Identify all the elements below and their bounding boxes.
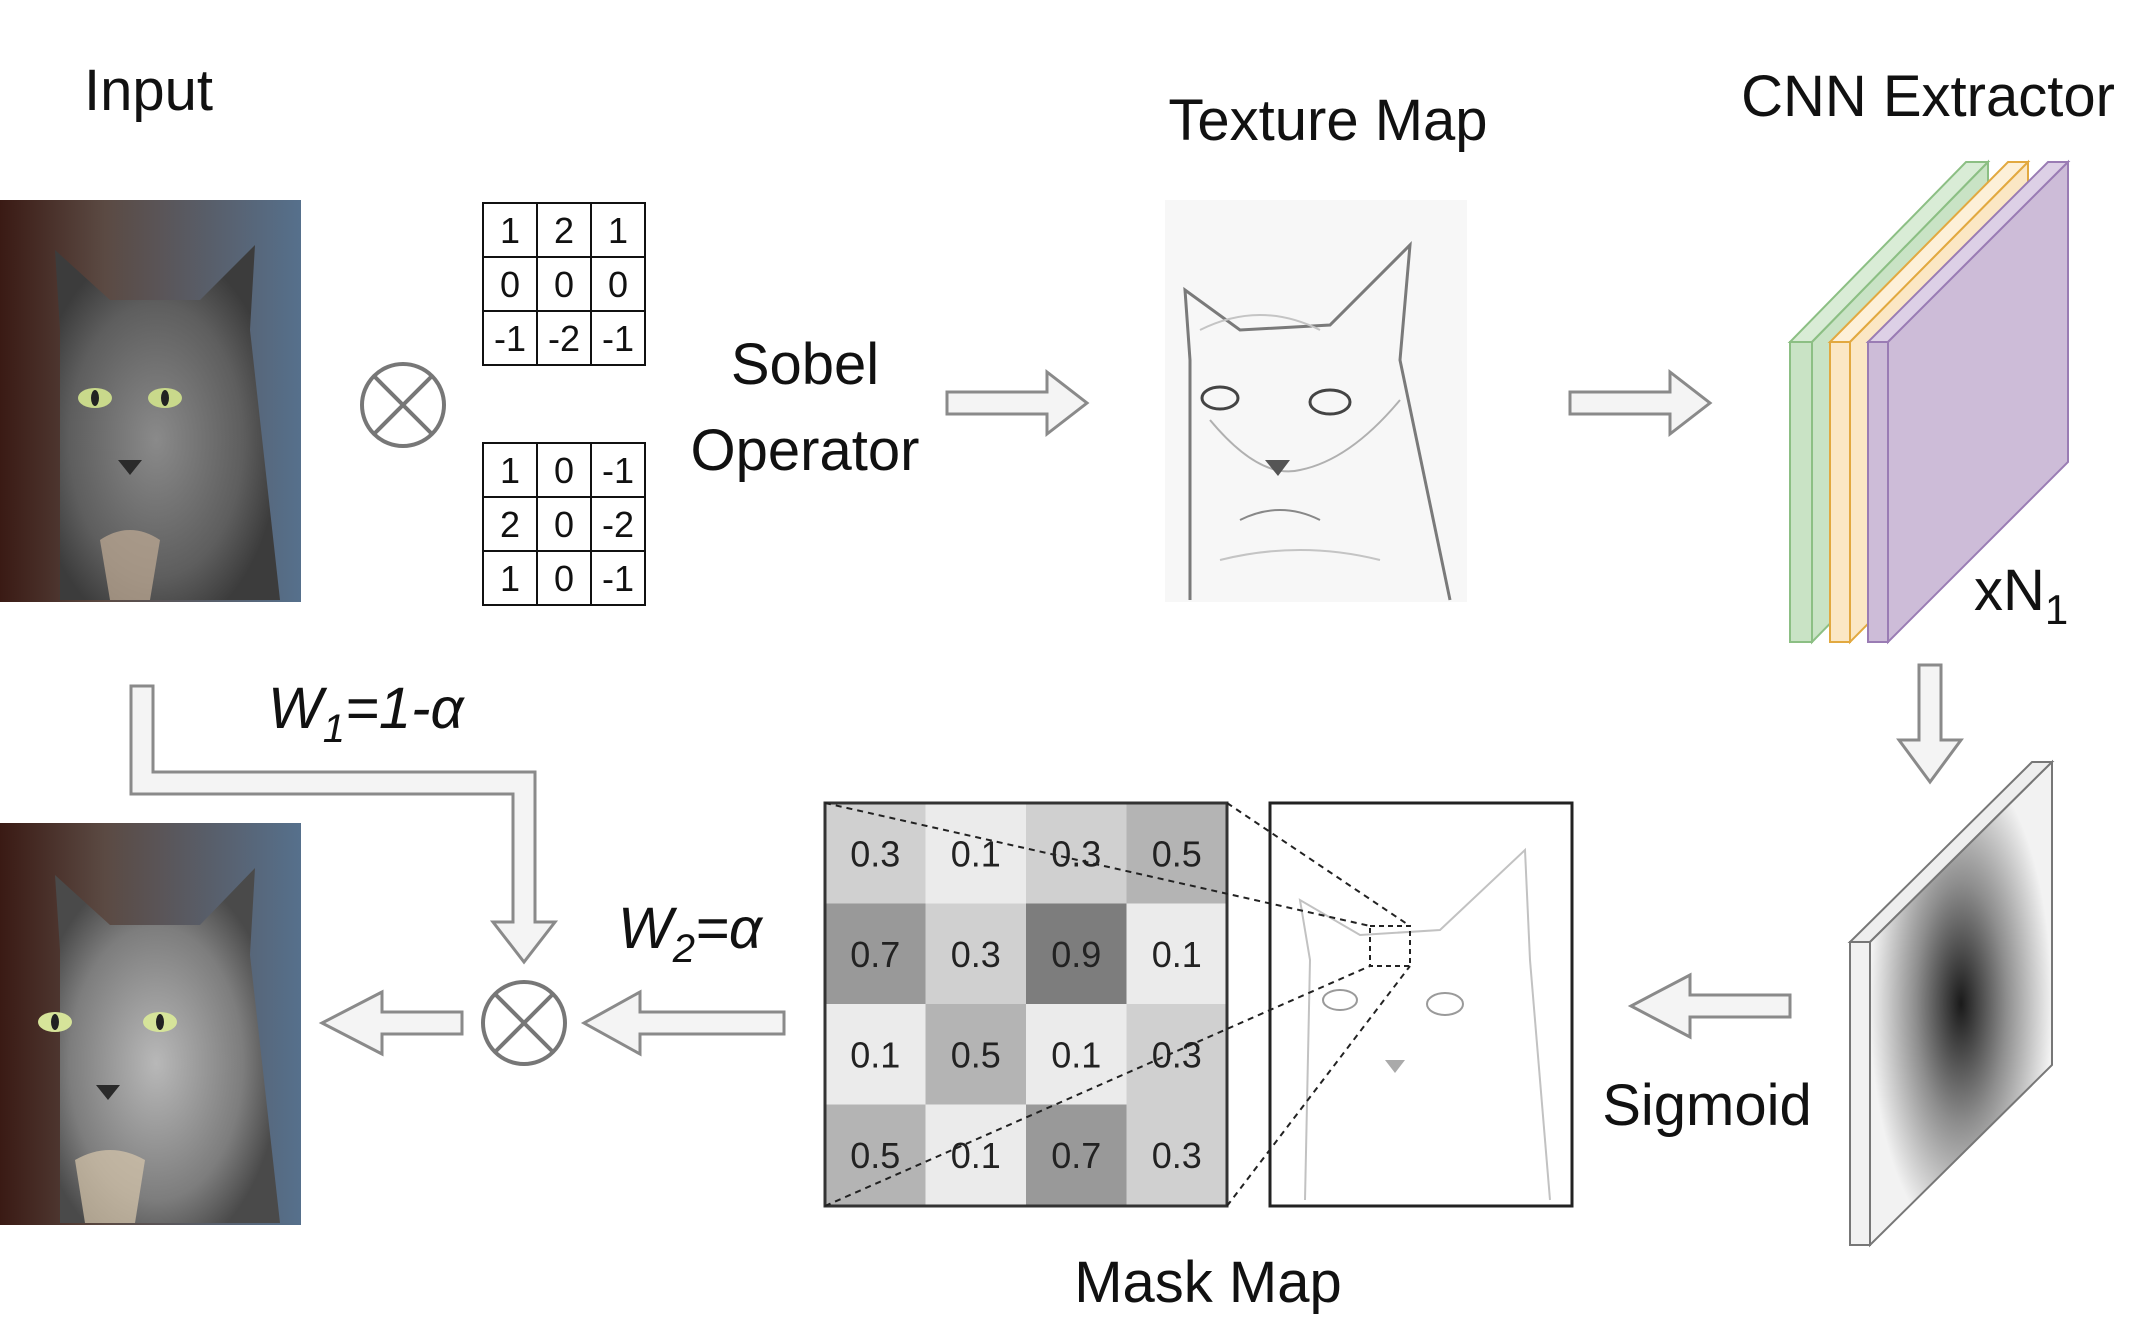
mask-cell [825,1004,926,1105]
arrow-sigmoid-icon [1627,972,1792,1040]
mask-cell [925,903,1026,1004]
kernel-value: 0 [554,450,574,491]
mask-value: 0.3 [1051,833,1101,874]
arrow-output-icon [318,989,464,1057]
mask-cell [925,1004,1026,1105]
mask-cell [1126,803,1227,904]
w1-label: W1=1-α [268,676,465,751]
kernel-value: 0 [554,558,574,599]
kernel-value: 0 [500,264,520,305]
kernel-cell [590,310,646,366]
sigmoid-label: Sigmoid [1602,1073,1812,1138]
arrow-to-texture-icon [945,368,1090,438]
kernel-value: 2 [554,210,574,251]
kernel-cell [590,550,646,606]
kernel-cell [482,256,538,312]
kernel-value: -2 [602,504,634,545]
kernel-cell [536,310,592,366]
mask-cell [1026,1104,1127,1205]
mask-value: 0.7 [1051,1135,1101,1176]
convolution-operator-icon [360,362,446,448]
mask-value: 0.9 [1051,934,1101,975]
mask-value: 0.5 [1152,833,1202,874]
input-cat-image [0,200,301,602]
output-cat-image [0,823,301,1225]
sobel-label-line1: Sobel [731,332,879,397]
kernel-value: 0 [608,264,628,305]
mask-cell [825,803,926,904]
mask-value: 0.1 [951,833,1001,874]
kernel-cell [482,496,538,552]
kernel-cell [536,202,592,258]
kernel-value: -1 [602,450,634,491]
mask-value: 0.1 [850,1034,900,1075]
mask-value: 0.7 [850,934,900,975]
mask-grid: 0.3 0.1 0.3 0.5 0.7 0.3 0.9 0.1 0.1 0.5 0.1 0.3 0.5 0… [825,803,1227,1205]
mask-cell [1126,1104,1227,1205]
kernel-value: -1 [602,318,634,359]
mask-value: 0.5 [850,1135,900,1176]
texture-map-image [1165,200,1467,602]
mask-cell [1026,903,1127,1004]
kernel-cell [482,202,538,258]
kernel-value: 1 [500,558,520,599]
kernel-value: -2 [548,318,580,359]
mask-value: 0.1 [1152,934,1202,975]
mask-map-image [1268,801,1574,1208]
arrow-w1-icon [129,684,559,965]
cnn-layer-purple [1865,159,2071,645]
feature-map-slab [1847,759,2055,1248]
arrow-to-cnn-icon [1568,368,1713,438]
kernel-value: 0 [554,504,574,545]
kernel-value: 2 [500,504,520,545]
mask-value: 0.1 [951,1135,1001,1176]
mask-map-label: Mask Map [1074,1250,1342,1315]
kernel-cell [482,442,538,498]
input-label: Input [84,58,213,123]
arrow-down-icon [1896,663,1964,785]
kernel-value: -1 [602,558,634,599]
mask-value: 0.3 [1152,1135,1202,1176]
mask-value: 0.3 [951,934,1001,975]
kernel-value: 1 [500,210,520,251]
mask-cell [1126,903,1227,1004]
w2-label: W2=α [618,896,764,971]
kernel-cell [482,550,538,606]
mask-cell [1126,1004,1227,1105]
mask-cell [1026,803,1127,904]
kernel-cell [590,256,646,312]
cnn-extractor-label: CNN Extractor [1741,64,2115,129]
mask-value: 0.3 [1152,1034,1202,1075]
kernel-value: 1 [608,210,628,251]
mask-cell [925,803,1026,904]
mask-value: 0.5 [951,1034,1001,1075]
fusion-operator-icon [481,980,567,1066]
kernel-cell [590,496,646,552]
texture-map-label: Texture Map [1168,88,1487,153]
kernel-value: 0 [554,264,574,305]
repeat-n1-label: xN1 [1974,558,2068,633]
sobel-label-line2: Operator [691,418,920,483]
mask-value: 0.3 [850,833,900,874]
mask-cell [1026,1004,1127,1105]
zoom-lines [824,802,1411,1207]
kernel-value: 1 [500,450,520,491]
mask-cell [825,1104,926,1205]
arrow-w2-icon [580,989,786,1057]
mask-cell [925,1104,1026,1205]
mask-cell [825,903,926,1004]
kernel-cell [536,256,592,312]
kernel-value: -1 [494,318,526,359]
mask-grid-border [823,801,1229,1208]
mask-value: 0.1 [1051,1034,1101,1075]
